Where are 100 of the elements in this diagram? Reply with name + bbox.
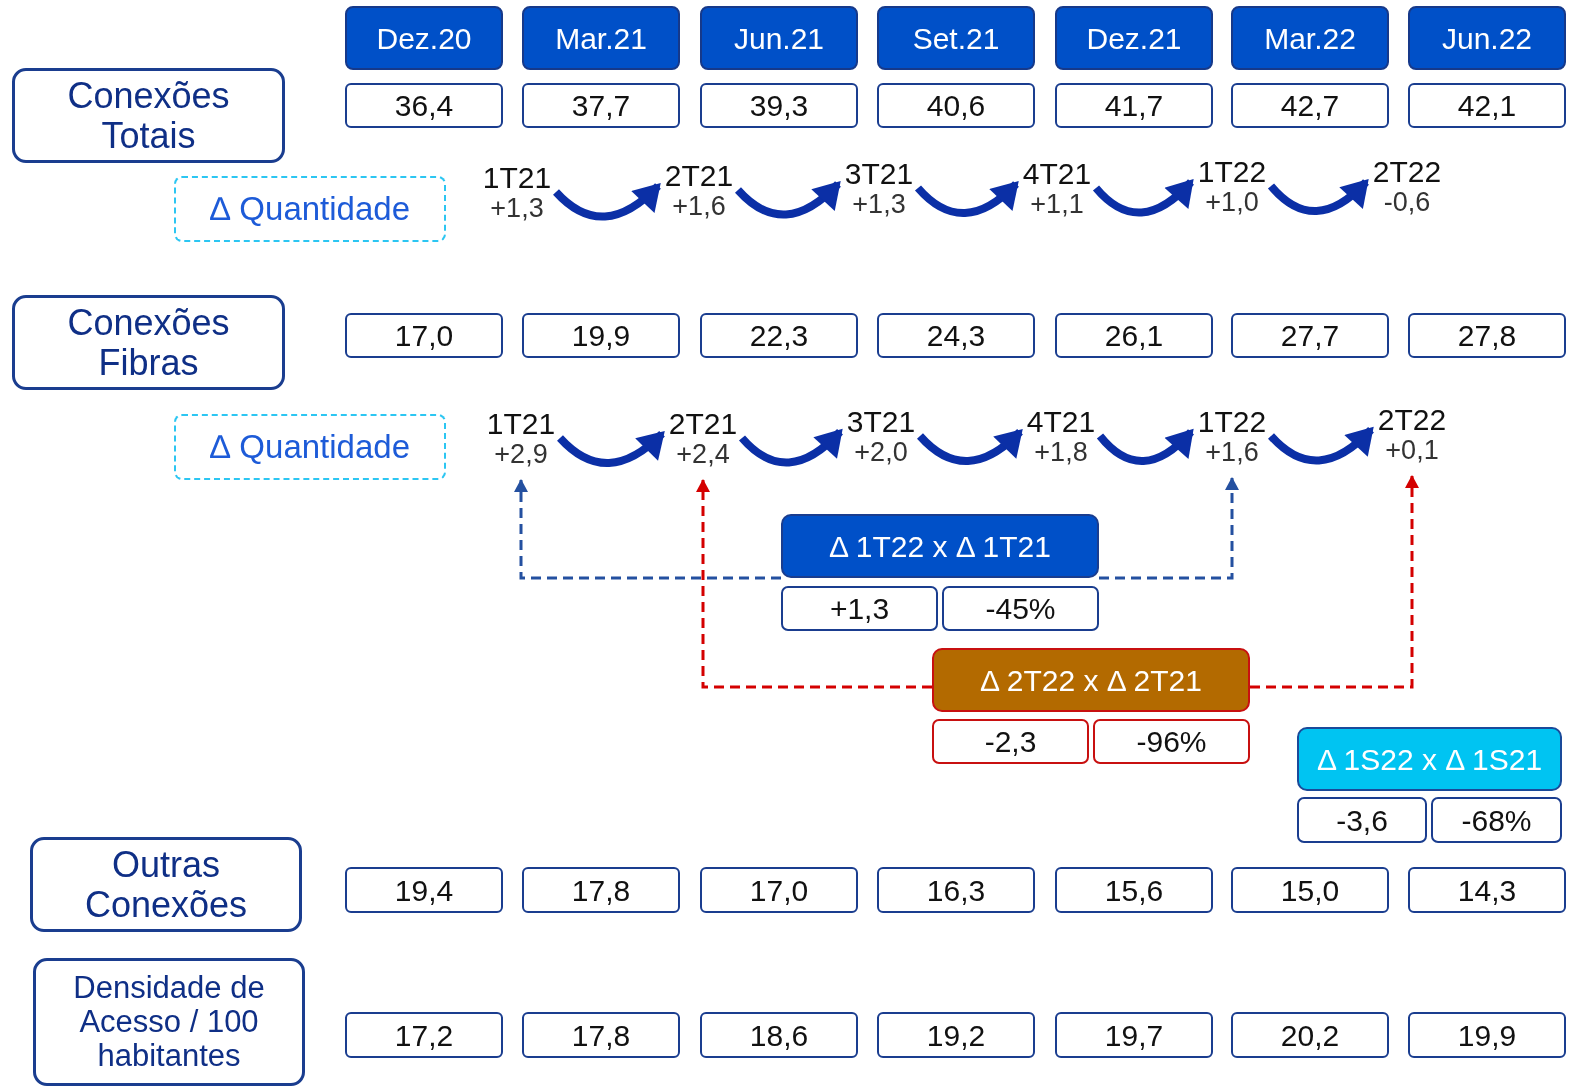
value-box <box>700 83 858 128</box>
comparison-value: -96% <box>1136 725 1207 758</box>
row-label-box <box>12 295 285 390</box>
value-text: 17,0 <box>394 319 454 352</box>
value-text: 39,3 <box>749 89 809 122</box>
value-text: 37,7 <box>571 89 631 122</box>
dashed-connector-arrow <box>514 479 781 580</box>
quarter-label: 2T22 <box>1377 402 1447 436</box>
value-text: 22,3 <box>749 319 809 352</box>
comparison-value-box <box>1297 797 1427 843</box>
comparison-value: +1,3 <box>829 592 890 625</box>
period-text: Jun.22 <box>1441 21 1533 55</box>
period-text: Dez.20 <box>376 21 472 55</box>
quarter-label: 2T22 <box>1372 154 1442 188</box>
period-header <box>877 6 1035 70</box>
quarter-delta: +1,6 <box>672 191 726 222</box>
quarter-delta: +1,3 <box>852 189 906 220</box>
curved-arrow <box>553 183 661 221</box>
quarter-delta: +0,1 <box>1385 435 1439 466</box>
value-text: 16,3 <box>926 873 986 907</box>
value-box <box>1231 313 1389 358</box>
curved-arrow <box>917 428 1023 465</box>
curved-arrow <box>1097 428 1194 465</box>
value-text: 42,7 <box>1280 89 1340 122</box>
curved-arrow <box>1268 426 1374 465</box>
curved-arrow <box>735 181 841 219</box>
quarter-delta: +2,9 <box>494 439 548 470</box>
curved-arrow <box>1093 179 1194 217</box>
value-text: 27,8 <box>1457 319 1517 352</box>
value-box <box>700 867 858 913</box>
row-label-text: Outras Conexões <box>83 844 249 925</box>
curved-arrow <box>739 428 843 467</box>
comparison-value: -3,6 <box>1336 803 1388 837</box>
value-box <box>877 313 1035 358</box>
value-box <box>1408 1012 1566 1058</box>
comparison-text: Δ 2T22 x Δ 2T21 <box>980 663 1202 697</box>
comparison-text: Δ 1S22 x Δ 1S21 <box>1316 742 1543 776</box>
quarter-label: 1T22 <box>1197 404 1267 438</box>
row-label-text: Densidade de Acesso / 100 habitantes <box>72 970 266 1074</box>
value-text: 19,2 <box>926 1018 986 1052</box>
value-box <box>345 1012 503 1058</box>
dashed-connector-arrow <box>696 479 932 689</box>
comparison-value-box <box>1431 797 1562 843</box>
value-text: 15,0 <box>1280 873 1340 907</box>
row-label-box <box>12 68 285 163</box>
value-box <box>1408 867 1566 913</box>
comparison-value-box <box>942 586 1099 631</box>
quarter-delta: +2,4 <box>676 439 730 470</box>
value-text: 24,3 <box>926 319 986 352</box>
dashed-connector-arrow <box>1250 475 1419 689</box>
comparison-header <box>781 514 1099 578</box>
value-box <box>345 83 503 128</box>
period-header <box>1231 6 1389 70</box>
quarter-delta: +1,0 <box>1205 187 1259 218</box>
value-box <box>522 1012 680 1058</box>
value-box <box>522 867 680 913</box>
value-text: 19,4 <box>394 873 454 907</box>
quarter-label: 3T21 <box>846 404 916 438</box>
value-box <box>522 313 680 358</box>
period-text: Mar.22 <box>1264 21 1356 55</box>
period-text: Dez.21 <box>1086 21 1182 55</box>
row-label-box <box>33 958 305 1086</box>
value-box <box>877 83 1035 128</box>
period-header <box>1055 6 1213 70</box>
period-header <box>1408 6 1566 70</box>
period-header <box>345 6 503 70</box>
quarter-label: 2T21 <box>664 158 734 192</box>
curved-arrow <box>557 430 665 467</box>
value-text: 26,1 <box>1104 319 1164 352</box>
comparison-value-box <box>932 719 1089 764</box>
value-box <box>1408 313 1566 358</box>
value-text: 17,8 <box>571 873 631 907</box>
quarter-delta: +1,3 <box>490 193 544 224</box>
value-box <box>1055 867 1213 913</box>
value-text: 41,7 <box>1104 89 1164 122</box>
quarter-delta: +2,0 <box>854 437 908 468</box>
quantity-label-box <box>174 414 446 480</box>
curved-arrow <box>1268 179 1369 215</box>
quarter-label: 1T22 <box>1197 154 1267 188</box>
comparison-value-box <box>1093 719 1250 764</box>
value-text: 19,7 <box>1104 1018 1164 1052</box>
value-box <box>1408 83 1566 128</box>
quarter-label: 1T21 <box>486 406 556 440</box>
period-text: Mar.21 <box>555 21 647 55</box>
quarter-label: 2T21 <box>668 406 738 440</box>
quarter-label: 3T21 <box>844 156 914 190</box>
value-text: 17,0 <box>749 873 809 907</box>
value-text: 14,3 <box>1457 873 1517 907</box>
value-box <box>345 313 503 358</box>
value-box <box>877 867 1035 913</box>
comparison-header <box>1297 727 1562 791</box>
period-header <box>522 6 680 70</box>
value-text: 17,8 <box>571 1018 631 1052</box>
value-text: 20,2 <box>1280 1018 1340 1052</box>
value-text: 18,6 <box>749 1018 809 1052</box>
value-box <box>877 1012 1035 1058</box>
comparison-header <box>932 648 1250 712</box>
value-box <box>1231 83 1389 128</box>
value-box <box>700 313 858 358</box>
value-box <box>1055 313 1213 358</box>
